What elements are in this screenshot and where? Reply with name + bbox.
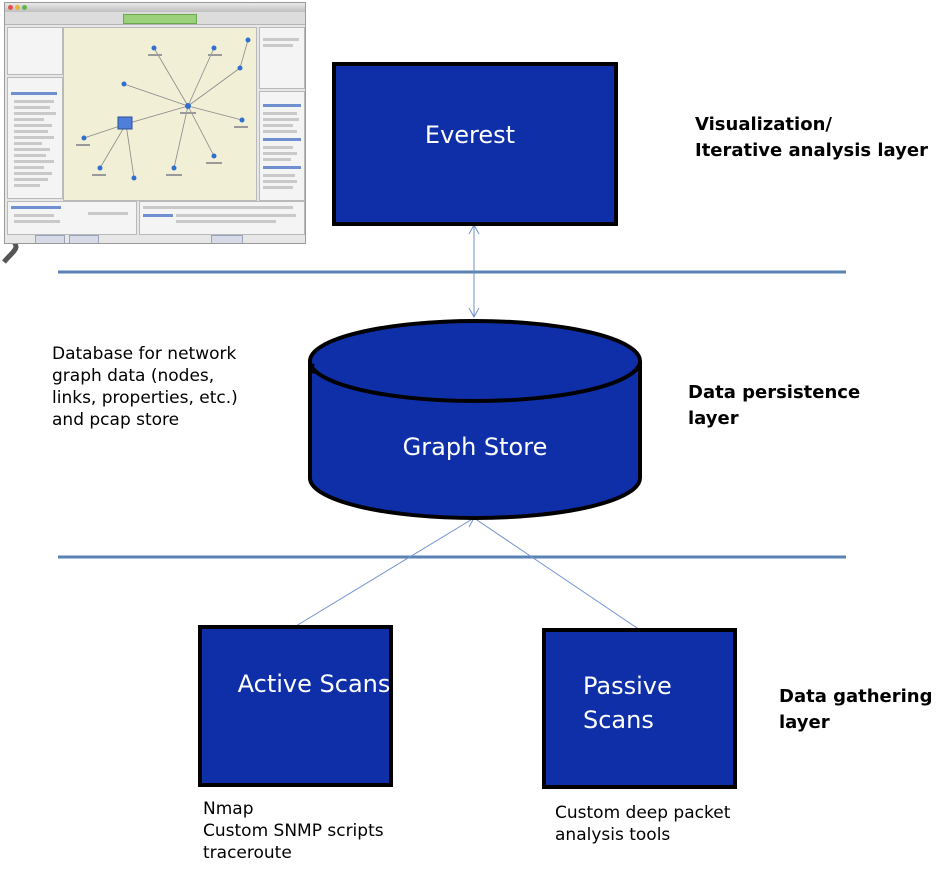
visualization-layer-label-line1: Visualization/ xyxy=(695,114,832,135)
gathering-layer-label: Data gathering layer xyxy=(779,684,933,736)
active-scans-note: Nmap Custom SNMP scripts traceroute xyxy=(203,798,384,864)
persistence-layer-label: Data persistence layer xyxy=(688,380,860,432)
thumbnail-overview-panel xyxy=(7,27,63,75)
visualization-layer-label-line2: Iterative analysis layer xyxy=(695,140,928,161)
connector-active-graphstore xyxy=(295,517,475,627)
graph-store-cylinder: Graph Store xyxy=(308,319,642,520)
everest-box: Everest xyxy=(332,62,618,226)
everest-label: Everest xyxy=(425,121,515,149)
graph-store-label: Graph Store xyxy=(403,433,548,461)
database-note-line3: links, properties, etc.) xyxy=(52,388,238,408)
database-note: Database for network graph data (nodes, … xyxy=(52,343,238,431)
thumbnail-tree-panel xyxy=(7,77,63,199)
everest-screenshot-thumbnail xyxy=(4,2,306,244)
thumbnail-properties-panel xyxy=(139,201,305,235)
thumbnail-filter-panel xyxy=(259,91,305,201)
thumbnail-titlebar xyxy=(5,3,305,12)
thumbnail-legend-panel xyxy=(259,27,305,89)
active-scans-box: Active Scans xyxy=(198,625,393,787)
thumbnail-tab xyxy=(211,235,243,243)
visualization-layer-label: Visualization/ Iterative analysis layer xyxy=(695,112,928,164)
persistence-layer-label-line2: layer xyxy=(688,408,739,429)
connector-passive-graphstore xyxy=(473,517,641,631)
passive-scans-note-line2: analysis tools xyxy=(555,825,671,845)
database-note-line1: Database for network xyxy=(52,344,237,364)
passive-scans-box: Passive Scans xyxy=(542,628,737,789)
thumbnail-graph-canvas xyxy=(63,27,257,201)
active-scans-note-line1: Nmap xyxy=(203,799,254,819)
passive-scans-note-line1: Custom deep packet xyxy=(555,803,731,823)
thumbnail-tab xyxy=(69,235,99,243)
persistence-layer-label-line1: Data persistence xyxy=(688,382,861,403)
thumbnail-attributes-panel xyxy=(7,201,137,235)
thumbnail-tab xyxy=(35,235,65,243)
passive-scans-note: Custom deep packet analysis tools xyxy=(555,802,730,846)
active-scans-note-line2: Custom SNMP scripts xyxy=(203,821,384,841)
thumbnail-toolbar xyxy=(5,12,305,25)
database-note-line4: and pcap store xyxy=(52,410,180,430)
gathering-layer-label-line2: layer xyxy=(779,712,830,733)
passive-scans-label-line2: Scans xyxy=(583,706,654,734)
active-scans-note-line3: traceroute xyxy=(203,843,292,863)
active-scans-label: Active Scans xyxy=(238,670,391,698)
database-note-line2: graph data (nodes, xyxy=(52,366,215,386)
gathering-layer-label-line1: Data gathering xyxy=(779,686,933,707)
passive-scans-label-line1: Passive xyxy=(583,672,672,700)
